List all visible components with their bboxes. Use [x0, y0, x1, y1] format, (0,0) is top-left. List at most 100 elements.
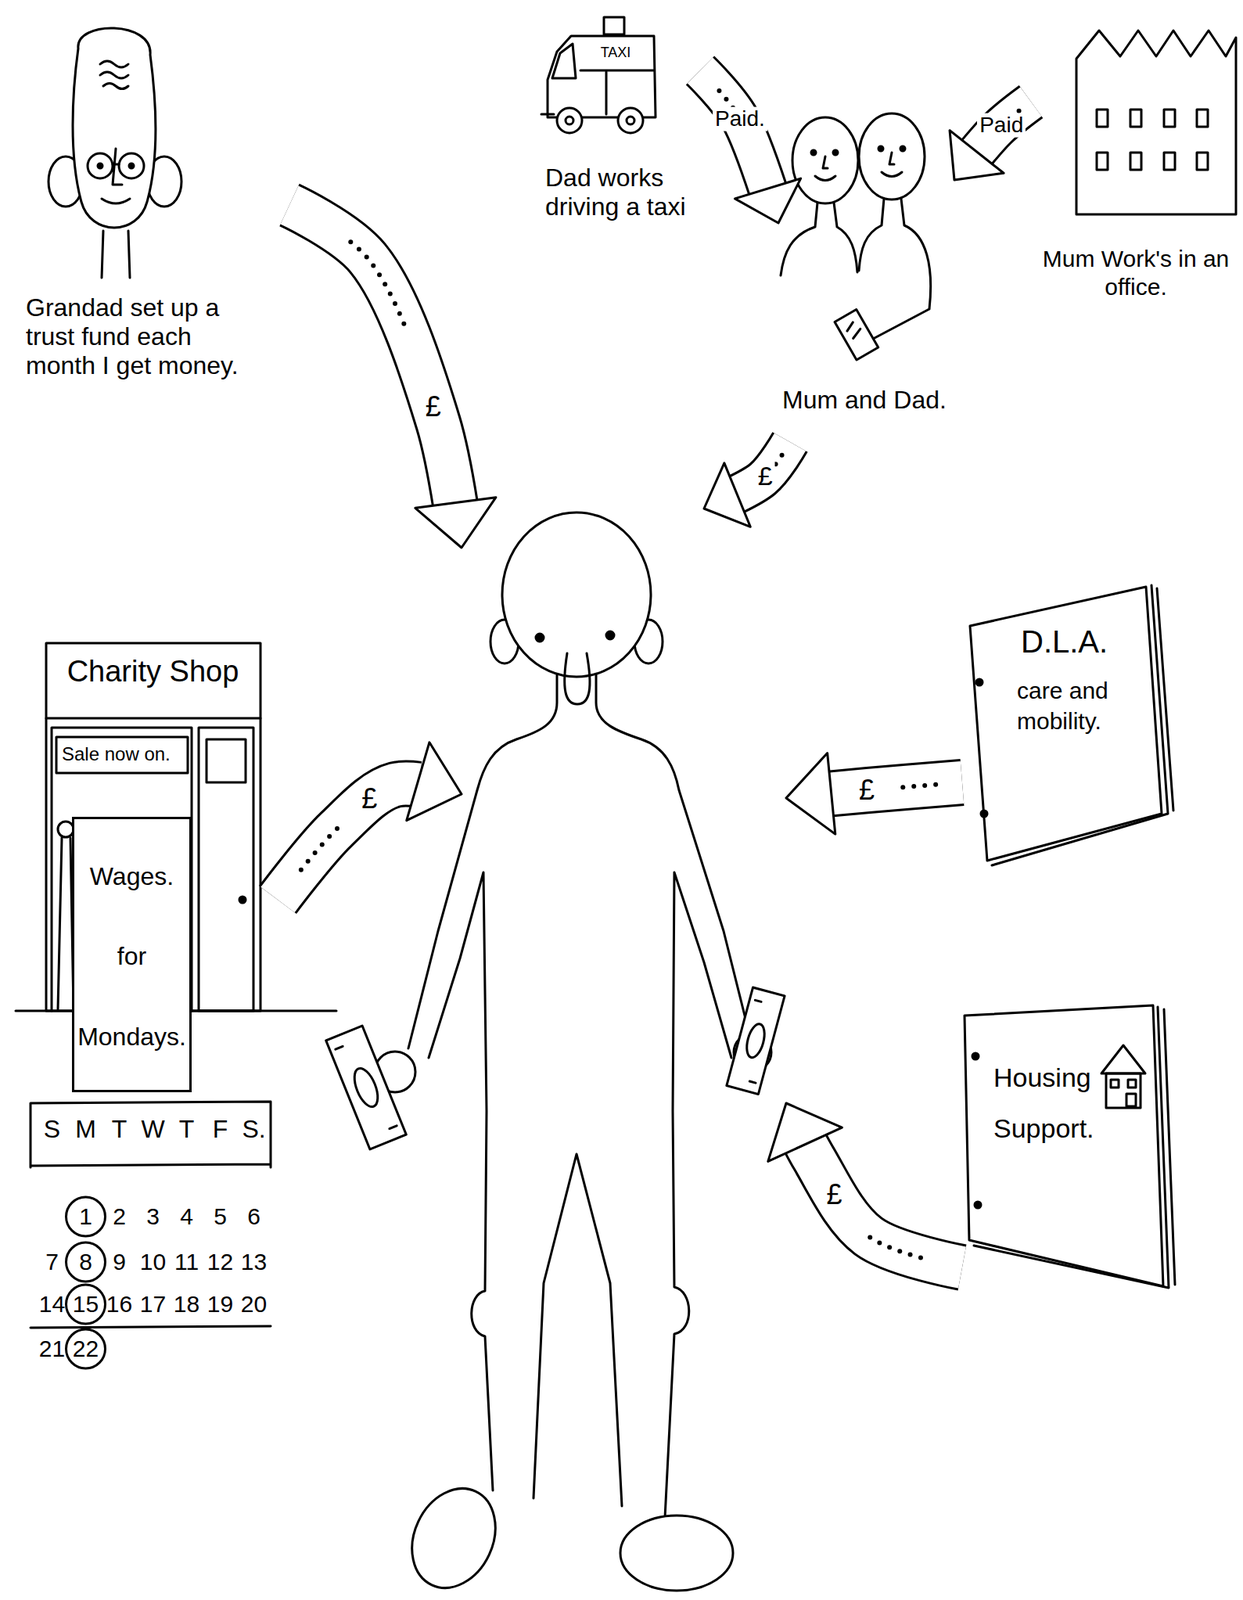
- arrow-dot: [312, 850, 318, 856]
- calendar-cell: 1: [68, 1196, 103, 1236]
- arrow-dot: [900, 784, 906, 790]
- office-building: [1130, 109, 1142, 127]
- calendar-frame: [66, 1284, 106, 1324]
- node-text: Mum and Dad.: [782, 385, 953, 415]
- grandad-figure: [112, 148, 123, 185]
- taxi-drawing: [552, 43, 576, 79]
- day-number: 13: [237, 1242, 271, 1282]
- text-slot: Charity Shop: [49, 654, 257, 690]
- day-number: 5: [203, 1196, 238, 1236]
- person-figure-drawing: [326, 1025, 407, 1150]
- weekday-letter: S: [35, 1109, 69, 1149]
- edge-label: £: [359, 783, 380, 815]
- weekday-letter: F: [203, 1109, 238, 1149]
- day-number: 21: [35, 1329, 69, 1369]
- person-figure-drawing: [535, 633, 544, 642]
- day-number: 16: [102, 1284, 137, 1324]
- taxi-drawing: [626, 116, 635, 125]
- arrow-dot: [918, 1255, 924, 1261]
- housing-book: [974, 1201, 981, 1208]
- person-figure-drawing: [408, 674, 557, 1049]
- text-slot: Wages. for Mondays.: [74, 836, 190, 1077]
- person-figure-drawing: [326, 1025, 407, 1150]
- day-number: 10: [136, 1242, 170, 1282]
- charity-shop-front: [57, 821, 74, 838]
- arrow-band-inside: [289, 204, 462, 548]
- weekday-letter: M: [68, 1109, 103, 1149]
- money-arrow: [704, 441, 791, 527]
- weekday-letter: T: [169, 1109, 204, 1149]
- arrow-head: [406, 742, 462, 821]
- weekday-letter: W: [136, 1109, 170, 1149]
- weekday-letter: S.: [237, 1109, 271, 1149]
- day-number: 12: [203, 1242, 238, 1282]
- edge-label: Paid.: [712, 106, 768, 131]
- arrow-dot: [397, 311, 403, 317]
- calendar-cell: 11: [169, 1242, 204, 1282]
- dla-book: [976, 678, 983, 686]
- arrow-dot: [326, 833, 332, 839]
- taxi-source: TAXIDad works driving a taxi: [535, 3, 701, 255]
- wages-sign: Wages. for Mondays.: [71, 816, 192, 1093]
- money-arrow: [786, 753, 963, 835]
- housing-book: [1106, 1073, 1141, 1108]
- calendar-cell: 16: [102, 1284, 137, 1324]
- money-arrow: [277, 742, 462, 900]
- person-figure-drawing: [734, 999, 776, 1083]
- day-number: 11: [169, 1242, 204, 1282]
- grandad-figure: [101, 230, 130, 278]
- grandad-figure: [87, 153, 113, 179]
- text-slot: Grandad set up a trust fund each month I…: [25, 293, 257, 380]
- calendar-cell: 13: [237, 1242, 271, 1282]
- person-figure-drawing: [326, 512, 785, 1600]
- grandad-figure: [97, 163, 103, 169]
- day-number: 8: [68, 1242, 103, 1282]
- calendar-cell: S: [35, 1109, 69, 1149]
- arrow-dot: [370, 263, 376, 269]
- day-number: 17: [136, 1284, 170, 1324]
- calendar: SMTWTFS.12345678910111213141516171819202…: [35, 1109, 271, 1369]
- money-arrow: [768, 1102, 963, 1268]
- calendar-cell: T: [169, 1109, 204, 1149]
- arrow-dot: [911, 783, 917, 789]
- parents-figures: [780, 113, 931, 360]
- calendar-cell: 18: [169, 1284, 204, 1324]
- text-slot: D.L.A.: [1020, 623, 1139, 660]
- charity-shop-front: [206, 739, 246, 783]
- calendar-cell: T: [102, 1109, 137, 1149]
- parents-figures: [815, 172, 902, 181]
- arrow-dot: [933, 782, 938, 787]
- day-number: 3: [136, 1196, 170, 1236]
- office-building: [1196, 109, 1208, 127]
- dla-book: [980, 810, 988, 817]
- office-building: [1076, 30, 1236, 215]
- arrow-dot: [382, 281, 388, 287]
- calendar-cell: F: [203, 1109, 238, 1149]
- day-number: 20: [237, 1284, 271, 1324]
- taxi-drawing: [556, 107, 582, 133]
- housing-book: [972, 1052, 979, 1060]
- calendar-cell: 8: [68, 1242, 103, 1282]
- office-building: [1096, 152, 1108, 170]
- arrow-dot: [887, 1244, 892, 1250]
- person-figure-drawing: [335, 1038, 397, 1137]
- calendar-cell: 5: [203, 1196, 238, 1236]
- day-number: 9: [102, 1242, 137, 1282]
- text-slot: TAXI: [584, 44, 647, 62]
- text-slot: Sale now on.: [61, 743, 219, 766]
- office-building: [1130, 152, 1142, 170]
- arrow-head: [768, 1102, 843, 1161]
- calendar-cell: 21: [35, 1329, 69, 1369]
- node-text: Housing Support.: [993, 1052, 1100, 1154]
- day-number: 19: [203, 1284, 238, 1324]
- day-number: 18: [169, 1284, 204, 1324]
- calendar-cell: M: [68, 1109, 103, 1149]
- calendar-cell: 19: [203, 1284, 238, 1324]
- day-number: 15: [68, 1284, 103, 1324]
- parents-figures: [858, 198, 931, 338]
- taxi-drawing: [580, 70, 654, 115]
- weekday-letter: T: [102, 1109, 137, 1149]
- taxi-drawing: [541, 113, 554, 116]
- money-arrow: [700, 70, 802, 223]
- person-figure-drawing: [349, 1064, 383, 1110]
